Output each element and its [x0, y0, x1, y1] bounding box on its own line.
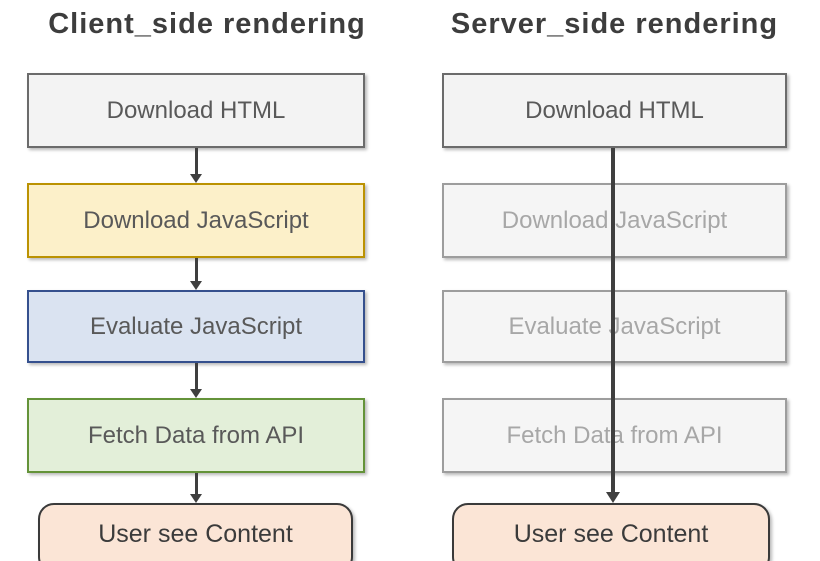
client-step-user-see-content: User see Content — [38, 503, 353, 561]
client-connector-line-2 — [195, 258, 198, 281]
step-label: User see Content — [513, 520, 709, 548]
client-column-title: Client_side rendering — [48, 8, 366, 40]
server-step-user-see-content: User see Content — [452, 503, 770, 561]
client-connector-line-1 — [195, 148, 198, 174]
server-arrow-down-icon — [606, 492, 620, 503]
step-label: Fetch Data from API — [87, 421, 305, 449]
step-label: Download HTML — [525, 96, 704, 124]
client-step-fetch-data-from-api: Fetch Data from API — [27, 398, 365, 473]
step-label: Evaluate JavaScript — [89, 312, 303, 340]
client-arrow-down-icon-4 — [190, 494, 202, 503]
client-connector-line-3 — [195, 363, 198, 389]
client-arrow-down-icon-2 — [190, 281, 202, 290]
client-step-download-javascript: Download JavaScript — [27, 183, 365, 258]
step-label: Download JavaScript — [83, 206, 309, 234]
client-arrow-down-icon-1 — [190, 174, 202, 183]
client-arrow-down-icon-3 — [190, 389, 202, 398]
server-connector-line — [611, 148, 615, 492]
step-label: User see Content — [98, 520, 293, 548]
client-connector-line-4 — [195, 473, 198, 494]
server-column-title: Server_side rendering — [450, 8, 779, 40]
client-step-evaluate-javascript: Evaluate JavaScript — [27, 290, 365, 363]
server-step-download-html: Download HTML — [442, 73, 787, 148]
step-label: Download HTML — [106, 96, 286, 124]
client-step-download-html: Download HTML — [27, 73, 365, 148]
